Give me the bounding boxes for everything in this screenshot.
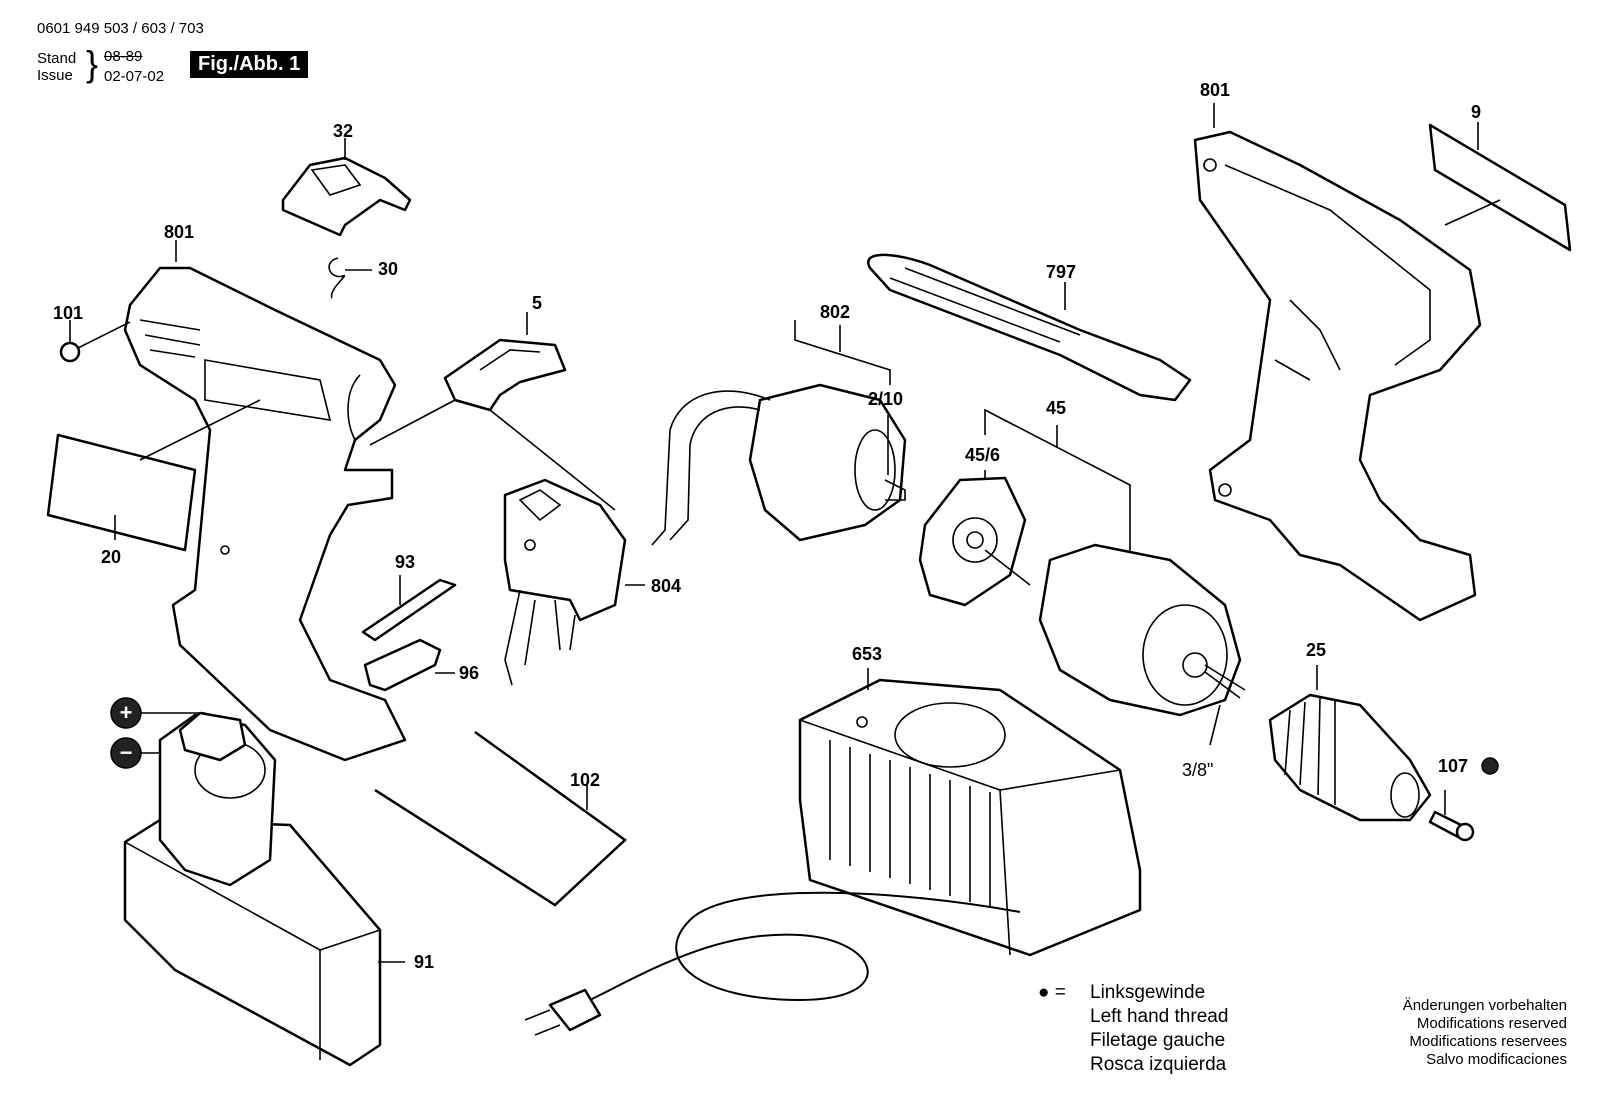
part-numbers: 0601 949 503 / 603 / 703 — [37, 20, 204, 37]
chuck-25 — [1268, 665, 1432, 822]
housing-right-801 — [1193, 103, 1482, 622]
screw-101 — [59, 320, 131, 363]
wire-clip-102 — [374, 730, 627, 907]
legend: Linksgewinde Left hand thread Filetage g… — [1090, 981, 1228, 1077]
motor-802 — [651, 320, 907, 546]
part-label-9: 9 — [1471, 102, 1482, 122]
issue-label: Issue — [37, 67, 73, 84]
switch-804 — [503, 478, 645, 686]
part-label-802: 802 — [820, 302, 851, 322]
legend-line: Linksgewinde — [1090, 982, 1206, 1003]
plus-symbol: + — [120, 700, 133, 725]
left-hand-thread-marker-icon — [1481, 757, 1499, 775]
screwdriver-bit-93 — [361, 575, 457, 642]
part-label-32: 32 — [333, 121, 354, 141]
nameplate-9 — [1428, 122, 1572, 252]
legend-line: Left hand thread — [1090, 1006, 1229, 1027]
stand-label: Stand — [37, 50, 77, 67]
legend-line: Filetage gauche — [1090, 1030, 1226, 1051]
old-date: 08-89 — [104, 48, 143, 65]
charger-653 — [524, 668, 1142, 1036]
part-label-30: 30 — [378, 259, 399, 279]
battery-pack-91 — [123, 711, 405, 1067]
part-label-93: 93 — [395, 552, 416, 572]
part-label-25: 25 — [1306, 640, 1327, 660]
gearbox-45 — [1038, 543, 1246, 746]
ring-gear-45-6 — [918, 470, 1031, 607]
legend-symbol: ● = — [1038, 982, 1066, 1003]
modifications-line: Modifications reservees — [1409, 1033, 1567, 1050]
part-label-804: 804 — [651, 576, 682, 596]
switch-slider-5 — [369, 312, 616, 511]
part-label-5: 5 — [532, 293, 543, 313]
minus-symbol: − — [120, 740, 133, 765]
part-label-797: 797 — [1046, 262, 1077, 282]
part-label-3-8: 3/8" — [1182, 760, 1214, 780]
part-label-801-left: 801 — [164, 222, 195, 242]
legend-line: Rosca izquierda — [1090, 1054, 1227, 1075]
part-label-96: 96 — [459, 663, 480, 683]
part-label-107: 107 — [1438, 756, 1469, 776]
housing-left-801 — [123, 240, 407, 762]
switch-cover-32 — [281, 138, 412, 237]
part-label-2-10: 2/10 — [868, 389, 904, 409]
part-label-45: 45 — [1046, 398, 1067, 418]
figure-label: Fig./Abb. 1 — [190, 51, 309, 78]
part-label-91: 91 — [414, 952, 435, 972]
battery-terminal-symbols: + − — [110, 697, 251, 769]
part-label-20: 20 — [101, 547, 122, 567]
modifications-line: Änderungen vorbehalten — [1402, 997, 1567, 1014]
spring-clip-30 — [328, 257, 372, 299]
part-label-801-right: 801 — [1200, 80, 1231, 100]
part-label-102: 102 — [570, 770, 601, 790]
brace-symbol: } — [86, 43, 99, 84]
label-plate-20 — [46, 399, 261, 552]
issue-date: 02-07-02 — [104, 68, 165, 85]
screw-107 — [1428, 757, 1499, 842]
modifications-notice: Änderungen vorbehalten Modifications res… — [1403, 997, 1567, 1069]
modifications-line: Modifications reserved — [1416, 1015, 1567, 1032]
part-label-45-6: 45/6 — [965, 445, 1001, 465]
part-label-101: 101 — [53, 303, 84, 323]
modifications-line: Salvo modificaciones — [1426, 1051, 1567, 1068]
hand-strap-797 — [867, 253, 1192, 402]
bit-holder-96 — [363, 638, 455, 692]
gearbox-45-bracket — [984, 408, 1131, 560]
part-label-653: 653 — [852, 644, 883, 664]
